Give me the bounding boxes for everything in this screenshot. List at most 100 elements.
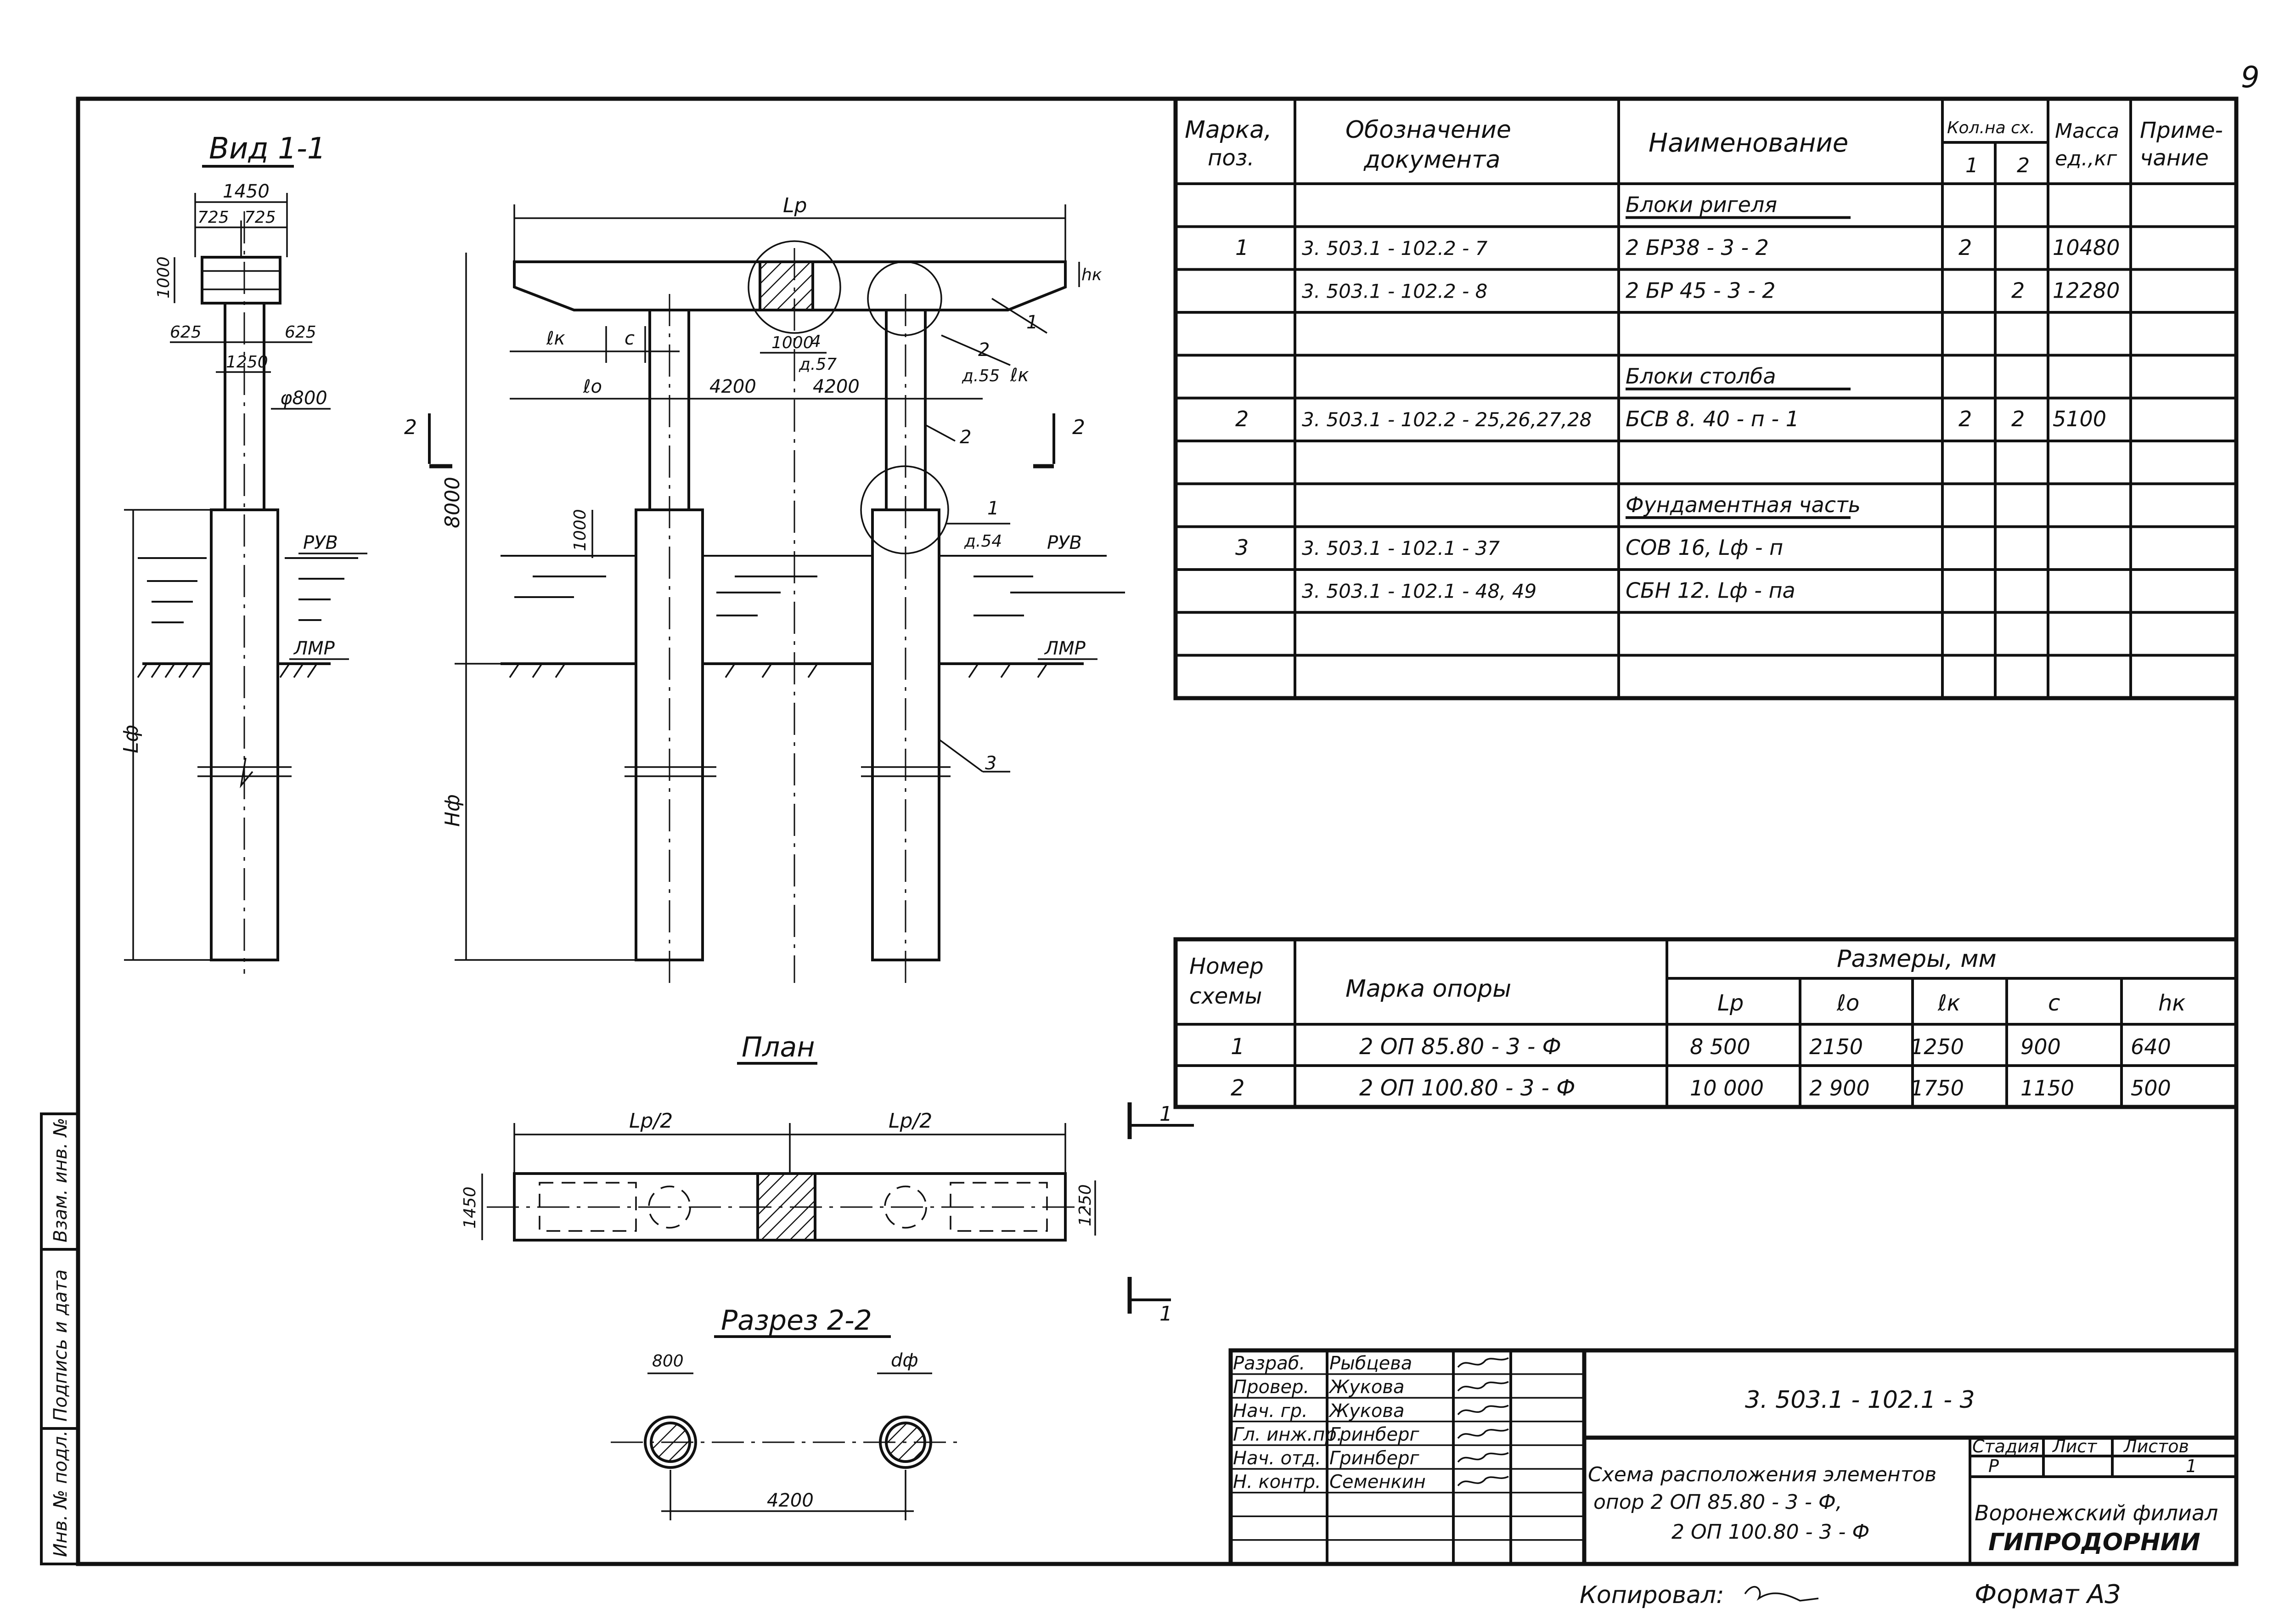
- svg-text:Обозначение: Обозначение: [1345, 116, 1511, 144]
- staff-name: Жукова: [1328, 1400, 1404, 1422]
- spec-cell-doc: 3. 503.1 - 102.2 - 7: [1302, 237, 1488, 260]
- stamp-replace-inv: Взам. инв. №: [50, 1118, 71, 1242]
- spec-cell-name: БСВ 8. 40 - п - 1: [1626, 406, 1799, 431]
- staff-signature: [1457, 1357, 1509, 1368]
- svg-text:д.54: д.54: [964, 532, 1002, 551]
- spec-cell-name: СБН 12. Lф - па: [1626, 578, 1795, 603]
- svg-text:1: 1: [1159, 1102, 1172, 1126]
- svg-text:2: 2: [404, 416, 417, 439]
- page-number: 9: [2241, 61, 2260, 95]
- dims-col-header: ℓo: [1836, 990, 1859, 1016]
- view-1-1: Вид 1-1 1450 725 725 1000 625 625 1250 φ…: [119, 132, 367, 974]
- spec-cell-doc: 3. 503.1 - 102.2 - 25,26,27,28: [1302, 408, 1592, 431]
- spec-cell-mark: 3: [1235, 535, 1249, 560]
- spec-cell-doc: 3. 503.1 - 102.2 - 8: [1302, 280, 1487, 302]
- svg-text:д.57: д.57: [799, 355, 837, 374]
- svg-text:РУВ: РУВ: [1047, 532, 1082, 553]
- spec-cell-name: 2 БР 45 - 3 - 2: [1626, 278, 1776, 303]
- svg-text:3: 3: [985, 753, 996, 774]
- svg-text:Lр/2: Lр/2: [889, 1109, 932, 1133]
- svg-text:1000: 1000: [154, 256, 173, 299]
- footer-format: Формат А3: [1975, 1580, 2121, 1609]
- spec-cell-mass: 5100: [2053, 406, 2106, 431]
- svg-text:1250: 1250: [226, 353, 268, 372]
- copied-signature: [1744, 1586, 1819, 1602]
- svg-text:4: 4: [810, 332, 821, 351]
- svg-text:Lр: Lр: [783, 194, 807, 217]
- svg-text:Номер: Номер: [1189, 954, 1264, 979]
- svg-text:Р: Р: [1988, 1456, 1999, 1476]
- stamp-inv-no: Инв. № подл.: [50, 1430, 71, 1557]
- svg-text:Размеры, мм: Размеры, мм: [1837, 945, 1997, 973]
- spec-cell-mark: 1: [1235, 235, 1249, 260]
- dims-row-value: 900: [2020, 1034, 2061, 1059]
- svg-text:625: 625: [170, 323, 202, 342]
- staff-signature: [1457, 1428, 1509, 1439]
- svg-text:1000: 1000: [571, 509, 590, 551]
- dims-col-header: hк: [2158, 990, 2185, 1016]
- spec-cell-name: 2 БР38 - 3 - 2: [1626, 235, 1769, 260]
- svg-text:Приме-: Приме-: [2140, 118, 2223, 143]
- svg-text:Масса: Масса: [2055, 119, 2119, 143]
- svg-text:Кол.на сх.: Кол.на сх.: [1947, 119, 2035, 137]
- dims-row-value: 500: [2131, 1076, 2171, 1101]
- dims-row-value: 1150: [2020, 1076, 2074, 1101]
- svg-text:д.55: д.55: [962, 367, 1000, 385]
- side-stamp: Инв. № подл. Подпись и дата Взам. инв. №: [40, 1112, 79, 1565]
- dims-row-number: 2: [1231, 1075, 1245, 1101]
- staff-role: Разраб.: [1233, 1353, 1305, 1374]
- svg-text:ЛМР: ЛМР: [293, 638, 335, 659]
- svg-text:2: 2: [1072, 416, 1085, 439]
- svg-text:1: 1: [1026, 312, 1038, 333]
- svg-text:3. 503.1 - 102.1 - 3: 3. 503.1 - 102.1 - 3: [1745, 1386, 1975, 1414]
- spec-cell-doc: 3. 503.1 - 102.1 - 48, 49: [1302, 580, 1536, 603]
- svg-text:ℓo: ℓo: [583, 376, 602, 397]
- spec-cell-mass: 12280: [2053, 278, 2120, 303]
- facade-view: Lр hк ℓк c 1000 4 д.57 2 д.55 ℓк 1 ℓo 42…: [404, 194, 1125, 983]
- svg-text:hк: hк: [1081, 265, 1102, 284]
- svg-text:c: c: [625, 328, 635, 349]
- title-block: 3. 503.1 - 102.1 - 3 Схема расположения …: [1228, 1348, 2239, 1566]
- svg-text:8000: 8000: [441, 477, 464, 528]
- svg-text:РУВ: РУВ: [303, 532, 338, 553]
- staff-name: Гринберг: [1329, 1424, 1419, 1445]
- staff-name: Рыбцева: [1329, 1353, 1412, 1374]
- svg-text:2: 2: [2017, 154, 2030, 177]
- svg-text:Стадия: Стадия: [1972, 1436, 2039, 1456]
- svg-text:2: 2: [960, 427, 971, 448]
- spec-cell-mark: 2: [1235, 406, 1249, 431]
- staff-signature: [1457, 1475, 1509, 1486]
- svg-text:1: 1: [1965, 154, 1978, 177]
- svg-text:ℓк: ℓк: [1010, 365, 1029, 386]
- svg-text:4200: 4200: [767, 1490, 814, 1511]
- spec-cell-q1: 2: [1958, 235, 1972, 260]
- svg-text:1250: 1250: [1076, 1184, 1095, 1226]
- svg-text:725: 725: [244, 208, 276, 227]
- svg-text:схемы: схемы: [1189, 983, 1262, 1009]
- spec-cell-name: СОВ 16, Lф - п: [1626, 535, 1783, 560]
- svg-text:1450: 1450: [223, 181, 270, 202]
- staff-role: Гл. инж.пр.: [1233, 1424, 1342, 1445]
- svg-text:План: План: [742, 1031, 815, 1063]
- svg-text:φ800: φ800: [280, 388, 327, 409]
- spec-cell-q2: 2: [2011, 406, 2025, 431]
- plan-view: План Lр/2 Lр/2 1450 1250 1 1: [461, 1031, 1194, 1326]
- dims-row-value: 8 500: [1690, 1034, 1750, 1059]
- staff-signature: [1457, 1381, 1509, 1392]
- svg-text:1: 1: [1159, 1302, 1172, 1326]
- svg-text:Воронежский филиал: Воронежский филиал: [1975, 1501, 2218, 1525]
- staff-role: Провер.: [1233, 1377, 1309, 1398]
- spec-cell-name: Фундаментная часть: [1626, 492, 1861, 517]
- dims-row-value: 2150: [1809, 1034, 1863, 1059]
- svg-text:1: 1: [2186, 1456, 2197, 1476]
- view-1-1-title: Вид 1-1: [209, 132, 326, 166]
- staff-name: Гринберг: [1329, 1448, 1419, 1469]
- svg-text:ℓк: ℓк: [546, 328, 565, 349]
- svg-text:Наименование: Наименование: [1649, 128, 1848, 158]
- spec-cell-mass: 10480: [2053, 235, 2120, 260]
- spec-cell-name: Блоки столба: [1626, 364, 1776, 389]
- svg-text:чание: чание: [2140, 145, 2209, 171]
- svg-text:2 ОП 100.80 - 3 - Ф: 2 ОП 100.80 - 3 - Ф: [1671, 1520, 1869, 1544]
- stamp-sign-date: Подпись и дата: [50, 1270, 71, 1422]
- spec-cell-name: Блоки ригеля: [1626, 192, 1777, 217]
